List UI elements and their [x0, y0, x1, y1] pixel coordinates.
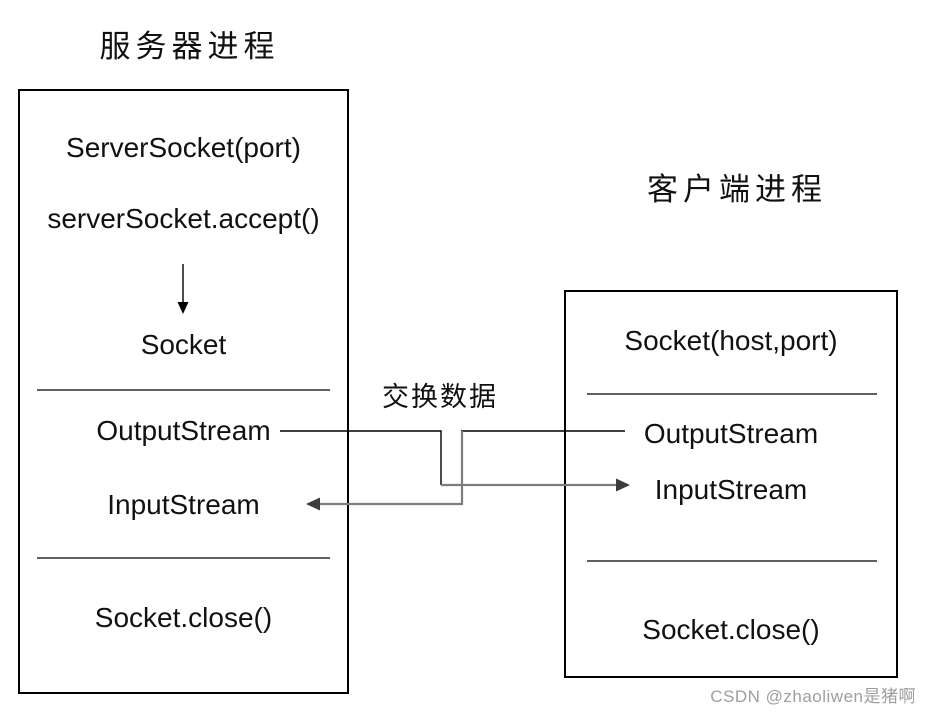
server-process-box	[18, 89, 349, 694]
client-input-stream-label: InputStream	[654, 474, 808, 505]
client-process-title: 客户端进程	[647, 172, 827, 207]
exchange-data-label: 交换数据	[382, 382, 498, 412]
server-step-socket: Socket	[140, 329, 227, 360]
server-output-stream-label: OutputStream	[96, 415, 271, 446]
csdn-watermark: CSDN @zhaoliwen是猪啊	[710, 687, 916, 706]
client-output-stream-label: OutputStream	[643, 418, 819, 449]
server-input-stream-label: InputStream	[107, 489, 260, 520]
client-step-socket: Socket(host,port)	[624, 325, 838, 356]
server-process-title: 服务器进程	[99, 29, 280, 64]
server-step-accept: serverSocket.accept()	[47, 203, 320, 234]
client-step-close: Socket.close()	[642, 614, 820, 645]
server-step-serversocket: ServerSocket(port)	[66, 132, 301, 163]
server-step-close: Socket.close()	[94, 602, 273, 633]
